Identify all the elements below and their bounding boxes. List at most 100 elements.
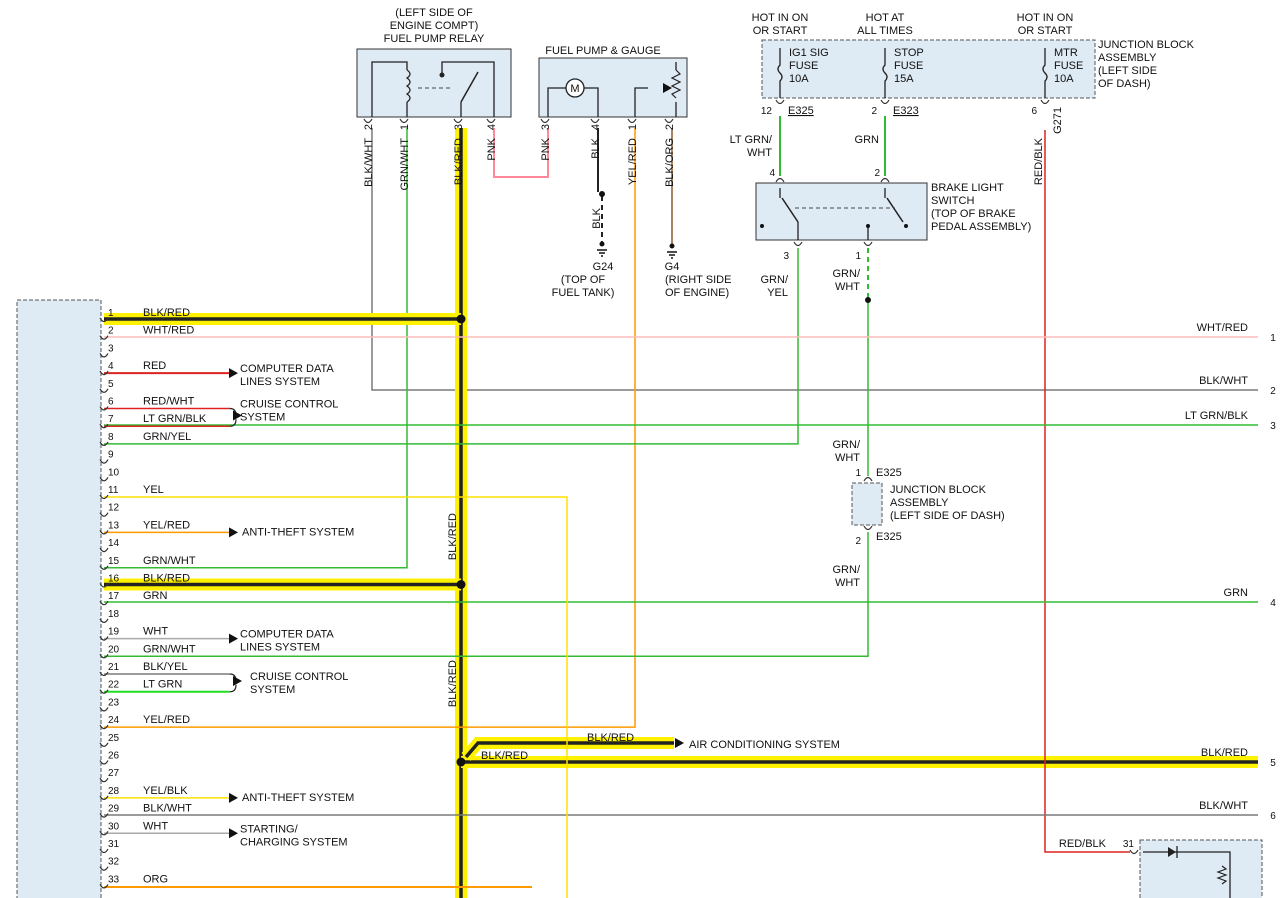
connector-terminal-icon <box>99 830 109 836</box>
relay-contact-lead <box>441 61 495 117</box>
connector-pin-number: 12 <box>108 503 120 514</box>
connector-pin-number: 28 <box>108 786 120 797</box>
fuse2-wire-label: GRN <box>855 134 880 146</box>
switch-contact-icon <box>886 197 904 223</box>
wire-yel-pin11 <box>104 496 568 898</box>
brake-light-switch-label: (TOP OF BRAKE <box>931 208 1016 220</box>
brake-light-switch-label: BRAKE LIGHT <box>931 182 1004 194</box>
relay-pin-wire-label: GRN/WHT <box>399 138 411 191</box>
connector-terminal-icon <box>99 689 109 694</box>
connector-pin-number: 2 <box>108 326 114 337</box>
fuse1-wire-label: WHT <box>747 147 772 159</box>
jb-mid-pin: 2 <box>855 536 861 547</box>
motor-icon-letter: M <box>570 83 579 95</box>
switch-pin-number: 2 <box>874 168 880 179</box>
arrow-icon <box>233 676 242 686</box>
connector-pin-number: 27 <box>108 768 120 779</box>
relay-pin-wire-label: BLK/RED <box>453 138 465 185</box>
connector-pin-number: 19 <box>108 627 120 638</box>
connector-pin-number: 17 <box>108 591 120 602</box>
relay-label: ENGINE COMPT) <box>390 20 479 32</box>
system-label: ANTI-THEFT SYSTEM <box>242 526 354 538</box>
relay-contact <box>439 72 445 78</box>
wire-pnk <box>493 128 549 178</box>
arrow-icon <box>229 527 238 538</box>
junction-block-mid-label: JUNCTION BLOCK <box>890 484 987 496</box>
fuse-connector-label: E323 <box>893 105 919 117</box>
connector-pin-number: 7 <box>108 414 114 425</box>
connector-terminal-icon <box>99 707 109 712</box>
motor-lead <box>584 87 599 117</box>
wire-grn-wht-pin20 <box>104 532 869 658</box>
right-output-wire-label: BLK/WHT <box>1199 800 1248 812</box>
switch-pin-number: 1 <box>855 251 861 262</box>
connector-pin-number: 9 <box>108 450 114 461</box>
system-label: ANTI-THEFT SYSTEM <box>242 792 354 804</box>
gauge-pin-wire-label: BLK/ORG <box>664 138 676 187</box>
switch-contact-icon <box>781 197 799 223</box>
connector-terminal-icon <box>1129 849 1139 855</box>
wire-grn-yel-pin8 <box>104 248 799 445</box>
connector-pin-number: 24 <box>108 715 120 726</box>
right-output-number: 1 <box>1270 333 1276 344</box>
system-label: LINES SYSTEM <box>240 376 320 388</box>
splice-dot <box>456 580 466 589</box>
fuse-pin-number: 12 <box>761 106 773 117</box>
junction-block-top-label: OF DASH) <box>1098 78 1151 90</box>
switch-pin-number: 4 <box>769 168 775 179</box>
ground-g4-name: G4 <box>665 261 680 273</box>
connector-pin-number: 20 <box>108 644 120 655</box>
brake-light-switch-box <box>755 182 928 241</box>
connector-pin-wire-label: WHT <box>143 820 168 832</box>
connector-terminal-icon <box>486 118 496 124</box>
right-output-wire-label: GRN <box>1224 587 1249 599</box>
sender-wiper-arrow-icon <box>663 83 672 93</box>
system-label: SYSTEM <box>240 412 285 424</box>
bottom-right-pin: 31 <box>1123 839 1135 850</box>
jb-mid-connector-label: E325 <box>876 531 902 543</box>
connector-terminal-icon <box>880 177 890 183</box>
connector-pin-number: 25 <box>108 733 120 744</box>
junction-block-top-label: ASSEMBLY <box>1098 52 1157 64</box>
right-output-number: 4 <box>1270 598 1276 609</box>
system-label: COMPUTER DATA <box>240 363 334 375</box>
fuse-pin-number: 2 <box>871 106 877 117</box>
motor-lead <box>547 87 566 117</box>
connector-pin-number: 31 <box>108 839 120 850</box>
jb-out-label: WHT <box>835 577 860 589</box>
connector-terminal-icon <box>363 118 373 124</box>
wire-layer <box>104 116 1258 898</box>
connector-terminal-icon <box>99 671 109 677</box>
right-output-wire-label: BLK/RED <box>1201 747 1248 759</box>
right-output-wire-label: LT GRN/BLK <box>1185 410 1249 422</box>
connector-pin-wire-label: YEL/RED <box>143 714 190 726</box>
arrow-icon <box>229 633 238 644</box>
connector-pin-number: 22 <box>108 680 120 691</box>
connector-pin-number: 8 <box>108 432 114 443</box>
connector-terminal-icon <box>99 848 109 854</box>
fuse-connector-label: E325 <box>788 105 814 117</box>
wire-grn-wht-pin15 <box>104 128 408 569</box>
connector-terminal-icon <box>99 494 109 500</box>
connector-terminal-icon <box>99 760 109 765</box>
fuse-name-label: FUSE <box>894 60 923 72</box>
jb-mid-connector-label: E325 <box>876 467 902 479</box>
connector-pin-number: 15 <box>108 556 120 567</box>
connector-terminal-icon <box>880 99 890 105</box>
fuse-hot-label: OR START <box>753 25 808 37</box>
system-label: STARTING/ <box>240 823 299 835</box>
connector-terminal-icon <box>99 406 109 411</box>
fuse-icon <box>882 48 888 98</box>
system-label: COMPUTER DATA <box>240 629 334 641</box>
fuse-connector-label: G271 <box>1052 107 1064 134</box>
connector-pin-wire-label: GRN/WHT <box>143 555 196 567</box>
right-output-number: 5 <box>1270 758 1276 769</box>
relay-pin-number: 4 <box>486 124 498 130</box>
switch-contact <box>866 224 870 228</box>
arrow-icon <box>229 368 238 379</box>
connector-terminal-icon <box>99 317 109 323</box>
connector-terminal-icon <box>453 118 463 124</box>
relay-pin-wire-label: BLK/WHT <box>363 138 375 187</box>
switch-out2-label: GRN/ <box>833 268 861 280</box>
